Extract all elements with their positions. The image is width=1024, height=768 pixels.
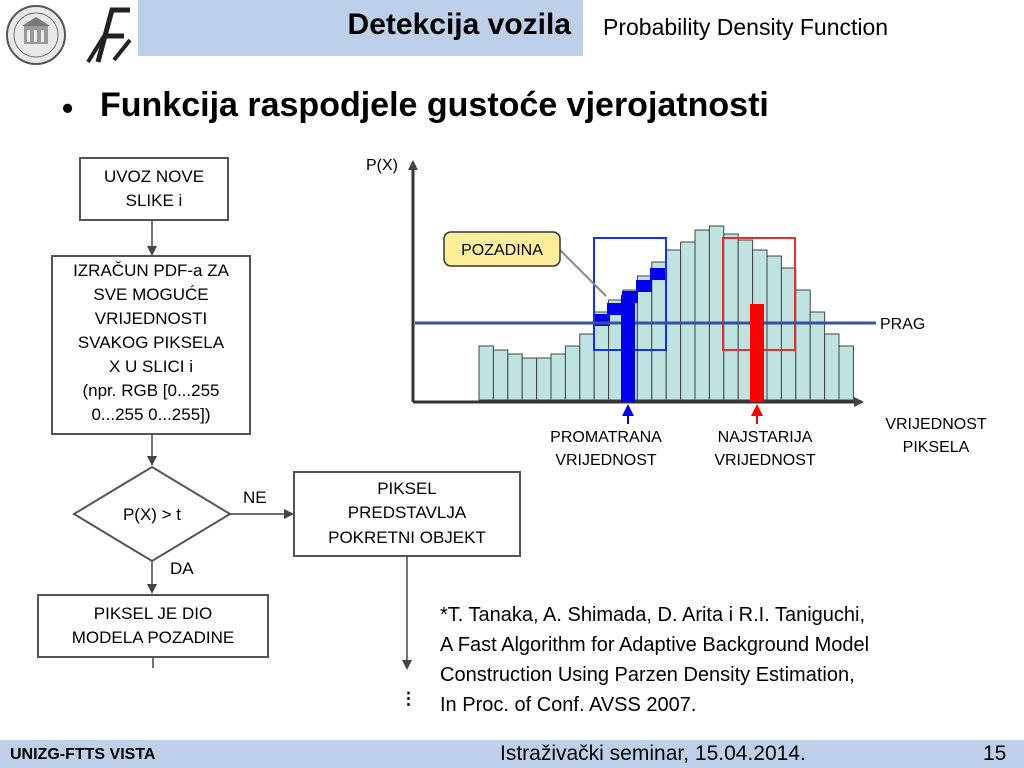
box-background-line: PIKSEL JE DIO: [94, 604, 212, 623]
faculty-logo: [86, 7, 132, 64]
decision-text: P(X) > t: [123, 505, 181, 524]
box-compute-line: SVE MOGUĆE: [93, 285, 208, 304]
histogram-bar: [651, 261, 667, 401]
oldest-value-bar: [750, 304, 764, 402]
box-compute-line: X U SLICI i: [109, 357, 193, 376]
histogram-bar: [521, 357, 538, 401]
citation-line: In Proc. of Conf. AVSS 2007.: [440, 694, 697, 716]
slide-subtitle: Probability Density Function: [603, 14, 889, 40]
flowchart: UVOZ NOVE SLIKE i IZRAČUN PDF-a ZA SVE M…: [37, 157, 521, 708]
box-compute-line: SVAKOG PIKSELA: [78, 333, 225, 352]
box-compute-line: 0...255 0...255]): [91, 405, 210, 424]
histogram-bar: [478, 345, 494, 401]
title-banner: Detekcija vozila: [138, 0, 583, 56]
slide-title: Detekcija vozila: [347, 8, 571, 41]
box-moving-line: PIKSEL: [377, 479, 437, 498]
x-axis-label: VRIJEDNOST: [885, 416, 987, 433]
footer-organization: UNIZG-FTTS VISTA: [10, 746, 156, 763]
box-import-image: [79, 157, 229, 221]
box-background-line: MODELA POZADINE: [72, 628, 234, 647]
box-compute-line: IZRAČUN PDF-a ZA: [73, 261, 230, 280]
histogram-bar: [579, 333, 595, 401]
callout-line: [559, 249, 607, 297]
citation-line: Construction Using Parzen Density Estima…: [440, 664, 855, 686]
box-import-line: SLIKE i: [126, 191, 183, 210]
histogram-bar: [636, 275, 653, 401]
histogram-bar: [838, 345, 854, 401]
histogram-bar: [680, 241, 696, 401]
background-label: POZADINA: [461, 242, 543, 259]
footer-event: Istraživački seminar, 15.04.2014.: [500, 742, 806, 765]
pdf-diagram: UVOZ NOVE SLIKE i IZRAČUN PDF-a ZA SVE M…: [37, 157, 987, 708]
university-seal-logo: [6, 5, 66, 65]
histogram-bar: [780, 267, 797, 401]
bullet-heading: Funkcija raspodjele gustoće vjerojatnost…: [100, 86, 769, 124]
histogram-bar: [708, 225, 725, 401]
box-compute-pdf: [51, 255, 251, 435]
yes-label: DA: [170, 559, 194, 578]
bullet-marker: •: [62, 90, 74, 126]
box-background-model: [37, 594, 269, 658]
threshold-label: PRAG: [880, 316, 925, 333]
observed-label: PROMATRANA: [550, 429, 662, 446]
histogram-bar: [507, 353, 523, 401]
histogram-bar: [824, 333, 840, 401]
box-moving-line: PREDSTAVLJA: [348, 503, 467, 522]
observed-value-bar: [621, 295, 635, 402]
histogram-bar: [694, 229, 710, 401]
histogram-bar: [795, 289, 811, 401]
continuation-ellipsis: ⋮: [400, 689, 417, 708]
histogram-bar: [766, 255, 782, 401]
histogram-bar: [809, 311, 826, 401]
footer-bar: UNIZG-FTTS VISTA Istraživački seminar, 1…: [0, 740, 1024, 768]
box-compute-line: (npr. RGB [0...255: [82, 381, 219, 400]
observed-staircase-step: [607, 303, 623, 315]
histogram-bar: [536, 357, 552, 401]
histogram-bar: [564, 345, 581, 401]
oldest-label: NAJSTARIJA: [718, 429, 813, 446]
citation-line: A Fast Algorithm for Adaptive Background…: [440, 634, 870, 656]
histogram-bar: [723, 233, 739, 401]
no-label: NE: [243, 488, 267, 507]
observed-label: VRIJEDNOST: [555, 452, 657, 469]
histogram-bar: [492, 349, 509, 401]
observed-staircase-step: [636, 280, 652, 292]
box-import-line: UVOZ NOVE: [104, 167, 204, 186]
box-moving-line: POKRETNI OBJEKT: [328, 528, 486, 547]
y-axis-label: P(X): [366, 157, 398, 174]
box-compute-line: VRIJEDNOSTI: [95, 309, 207, 328]
citation: *T. Tanaka, A. Shimada, D. Arita i R.I. …: [440, 600, 869, 720]
background-callout: [443, 231, 561, 267]
x-axis-label: PIKSELA: [903, 439, 970, 456]
box-moving-object: [293, 471, 521, 557]
histogram-bar: [550, 353, 566, 401]
page-number: 15: [983, 742, 1007, 765]
citation-line: *T. Tanaka, A. Shimada, D. Arita i R.I. …: [440, 604, 866, 626]
histogram: P(X) PRAG POZADINA PROMATRANA VRIJEDNOST…: [366, 157, 987, 469]
observed-staircase-step: [650, 268, 666, 280]
oldest-label: VRIJEDNOST: [714, 452, 816, 469]
histogram-bar: [665, 249, 682, 401]
